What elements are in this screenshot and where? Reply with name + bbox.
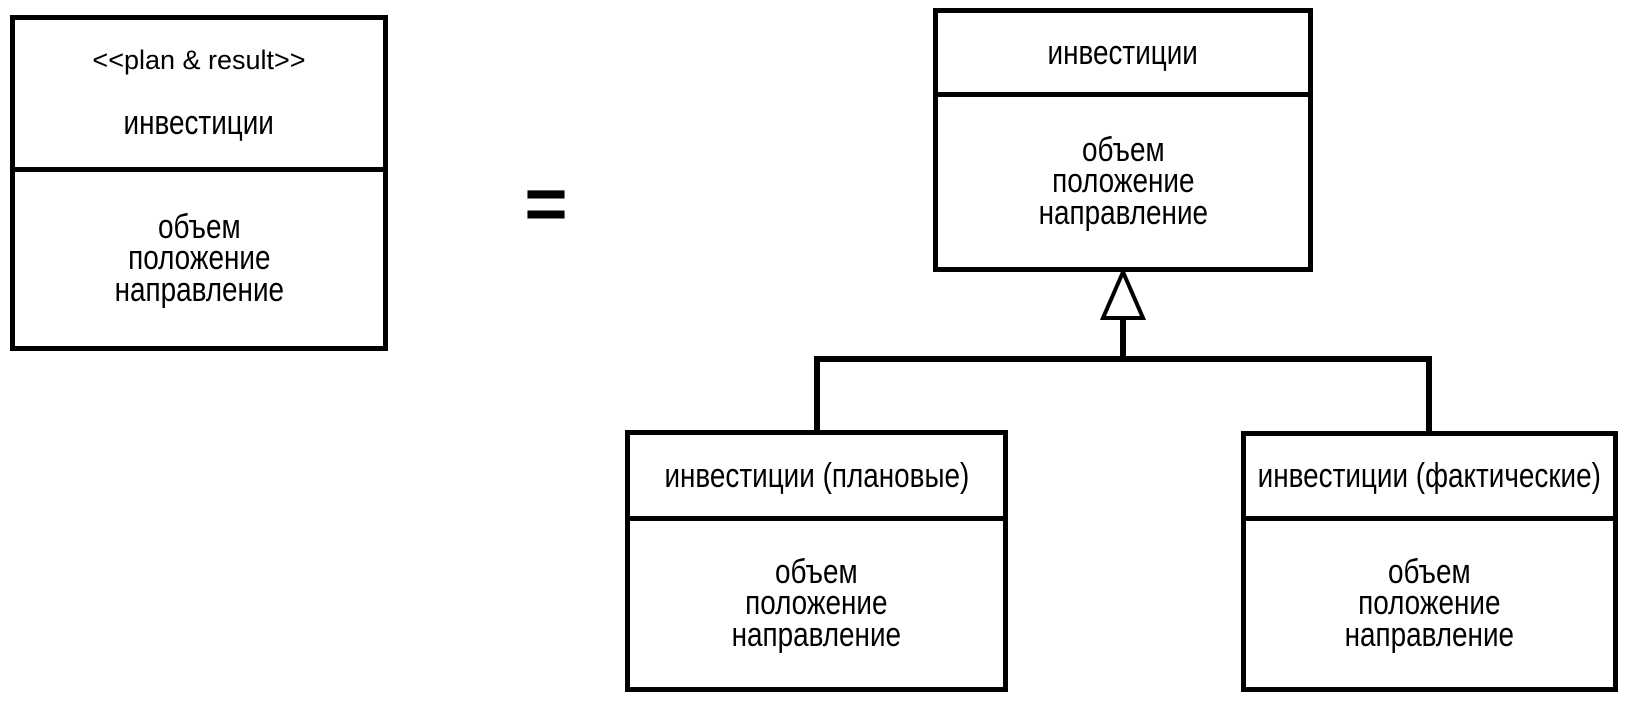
name-compartment: инвестиции (плановые) (630, 435, 1003, 521)
class-name: инвестиции (фактические) (1257, 457, 1602, 495)
attribute-item: положение (127, 239, 271, 278)
attribute-item: направление (731, 615, 902, 654)
attribute-item: положение (745, 584, 888, 623)
name-compartment: инвестиции (938, 13, 1308, 97)
class-name: инвестиции (123, 104, 275, 142)
attribute-item: объем (157, 207, 241, 246)
attribute-item: объем (775, 552, 858, 591)
attribute-list: объем положение направление (1038, 130, 1208, 232)
attribute-item: направление (1038, 193, 1208, 232)
attribute-item: направление (114, 270, 284, 309)
stereotype-label: <<plan & result>> (92, 45, 306, 75)
class-name: инвестиции (1047, 33, 1199, 72)
class-box-actual-investments: инвестиции (фактические) объем положение… (1241, 431, 1618, 692)
equals-operator: = (524, 162, 568, 245)
attribute-list: объем положение направление (1344, 552, 1515, 654)
attribute-item: направление (1344, 615, 1515, 654)
name-compartment: инвестиции (фактические) (1246, 436, 1613, 521)
class-name: инвестиции (плановые) (664, 456, 969, 495)
attribute-item: объем (1388, 552, 1471, 591)
attribute-compartment: объем положение направление (15, 172, 383, 346)
attribute-item: положение (1051, 162, 1195, 201)
class-box-parent-investments: инвестиции объем положение направление (933, 8, 1313, 272)
attribute-item: положение (1358, 584, 1501, 623)
name-compartment: <<plan & result>> инвестиции (15, 20, 383, 172)
attribute-list: объем положение направление (731, 552, 902, 654)
attribute-list: объем положение направление (114, 207, 284, 309)
attribute-item: объем (1081, 130, 1165, 169)
generalization-triangle-icon (1099, 266, 1147, 320)
class-box-plan-result: <<plan & result>> инвестиции объем полож… (10, 15, 388, 351)
attribute-compartment: объем положение направление (630, 521, 1003, 687)
attribute-compartment: объем положение направление (938, 97, 1308, 267)
attribute-compartment: объем положение направление (1246, 521, 1613, 687)
class-box-planned-investments: инвестиции (плановые) объем положение на… (625, 430, 1008, 692)
